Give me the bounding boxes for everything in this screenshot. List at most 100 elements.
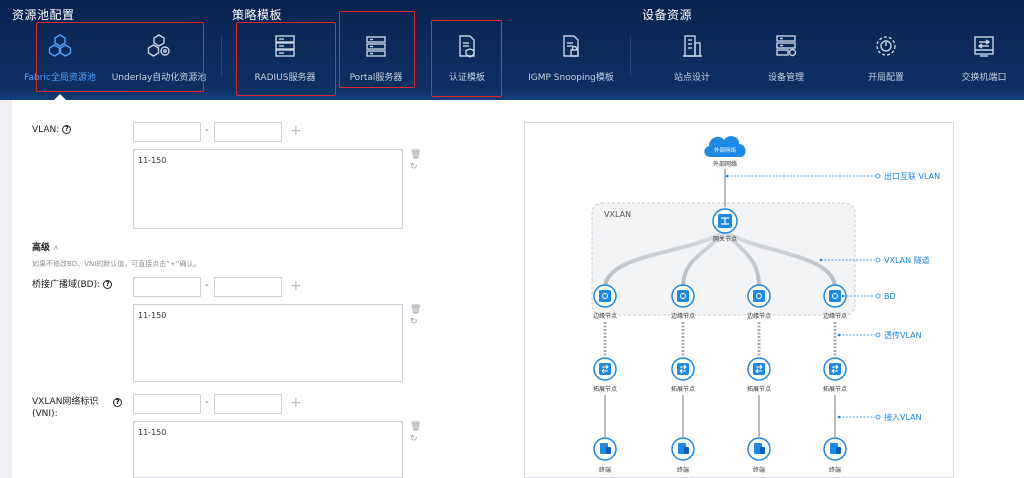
delete-icon[interactable]: 🗑︎ xyxy=(410,150,422,160)
terminal-label: 终端 xyxy=(829,466,841,474)
topology-svg: VXLAN 外部网络 外部网络 网关节点 边缘节点 xyxy=(591,136,940,474)
vni-label-line2: (VNI): xyxy=(32,409,58,419)
nav-bottom-glow xyxy=(0,88,1024,100)
annotation-leaders xyxy=(727,175,875,418)
nav-item-igmp-snooping-template[interactable]: IGMP Snooping模板 xyxy=(524,28,618,88)
hexagon-cluster-icon xyxy=(46,32,74,60)
edge-node-icon xyxy=(671,284,695,308)
nav-item-auth-template[interactable]: 认证模板 xyxy=(436,28,498,88)
device-manage-icon xyxy=(772,32,800,60)
bd-add-button[interactable]: + xyxy=(290,278,302,294)
terminal-icon xyxy=(671,437,695,461)
nav-item-label: 开局配置 xyxy=(867,73,904,83)
gateway-label: 网关节点 xyxy=(713,235,737,243)
expand-node-label: 拓展节点 xyxy=(593,385,617,393)
bd-label-text: 桥接广播域(BD): xyxy=(32,280,101,290)
annotation-passthrough-vlan: 透传VLAN xyxy=(884,330,922,340)
left-gutter xyxy=(0,100,12,478)
nav-item-fabric-resource-pool[interactable]: Fabric全局资源池 xyxy=(22,28,98,88)
annotation-vxlan-tunnel: VXLAN 隧道 xyxy=(884,255,930,265)
nav-item-switch-port[interactable]: 交换机端口 xyxy=(952,28,1016,88)
nav-item-label: IGMP Snooping模板 xyxy=(528,73,614,83)
expand-node-label: 拓展节点 xyxy=(747,385,771,393)
edge-node-icon xyxy=(747,284,771,308)
edge-node-label: 边缘节点 xyxy=(671,312,695,320)
cloud-label: 外部网络 xyxy=(713,160,737,168)
bd-from-input[interactable] xyxy=(133,277,201,297)
access-links xyxy=(604,395,836,437)
terminal-icon xyxy=(823,437,847,461)
vxlan-region-label: VXLAN xyxy=(604,210,631,219)
annotation-bd: BD xyxy=(884,292,896,301)
vni-label: VXLAN网络标识 (VNI): xyxy=(32,396,98,420)
help-icon[interactable]: ? xyxy=(62,125,72,134)
vni-list-textarea[interactable]: 11-150 xyxy=(133,421,403,478)
help-icon[interactable]: ? xyxy=(103,280,113,289)
document-lock-icon xyxy=(557,32,585,60)
annotation-dots xyxy=(725,174,845,419)
nav-item-underlay-resource-pool[interactable]: Underlay自动化资源池 xyxy=(108,28,210,88)
nav-item-site-design[interactable]: 站点设计 xyxy=(662,28,722,88)
nav-item-label: Underlay自动化资源池 xyxy=(111,73,207,83)
refresh-icon[interactable]: ↻ xyxy=(410,434,418,444)
hexagon-cluster-gear-icon xyxy=(145,32,173,60)
expand-node-icon xyxy=(747,357,771,381)
range-dash: - xyxy=(205,397,209,408)
vxlan-tunnels xyxy=(603,229,837,295)
vni-add-button[interactable]: + xyxy=(290,395,302,411)
nav-item-label: RADIUS服务器 xyxy=(254,73,316,83)
expand-node-icon xyxy=(823,357,847,381)
vlan-to-input[interactable] xyxy=(214,122,282,142)
nav-item-label: 认证模板 xyxy=(448,73,485,83)
terminal-label: 终端 xyxy=(677,466,689,474)
range-dash: - xyxy=(205,125,209,136)
gateway-node-icon xyxy=(712,208,738,234)
expand-node-label: 拓展节点 xyxy=(671,385,695,393)
vni-from-input[interactable] xyxy=(133,394,201,414)
delete-icon[interactable]: 🗑︎ xyxy=(410,305,422,315)
passthrough-links xyxy=(603,322,837,357)
nav-group-title-policy-template: 策略模板 xyxy=(232,8,283,22)
server-stack-icon xyxy=(362,32,390,60)
annotation-egress-vlan: 出口互联 VLAN xyxy=(884,171,940,181)
nav-item-label: 设备管理 xyxy=(767,73,804,83)
nav-item-device-management[interactable]: 设备管理 xyxy=(756,28,816,88)
cloud-text: 外部网络 xyxy=(714,146,737,154)
building-icon xyxy=(678,32,706,60)
edge-node-icon xyxy=(593,284,617,308)
nav-item-label: 站点设计 xyxy=(673,73,710,83)
vlan-from-input[interactable] xyxy=(133,122,201,142)
nav-item-label: Portal服务器 xyxy=(349,73,403,83)
advanced-hint: 如果不修改BD、VNI的默认值，可直接点击“+”确认。 xyxy=(32,260,201,268)
vlan-add-button[interactable]: + xyxy=(290,123,302,139)
refresh-icon[interactable]: ↻ xyxy=(410,317,418,327)
vlan-list-textarea[interactable]: 11-150 xyxy=(133,149,403,229)
terminal-icon xyxy=(593,437,617,461)
refresh-icon[interactable]: ↻ xyxy=(410,162,418,172)
nav-item-label: Fabric全局资源池 xyxy=(24,73,96,83)
edge-node-label: 边缘节点 xyxy=(593,312,617,320)
advanced-title: 高级 xyxy=(32,243,51,253)
vni-to-input[interactable] xyxy=(214,394,282,414)
bd-list-textarea[interactable]: 11-150 xyxy=(133,304,403,382)
vni-label-line1: VXLAN网络标识 xyxy=(32,397,99,407)
cloud-icon xyxy=(704,136,746,157)
terminal-icon xyxy=(747,437,771,461)
server-icon xyxy=(271,32,299,60)
nav-group-title-device-resource: 设备资源 xyxy=(642,8,693,22)
power-cycle-icon xyxy=(872,32,900,60)
nav-item-deployment-config[interactable]: 开局配置 xyxy=(856,28,916,88)
edge-node-label: 边缘节点 xyxy=(747,312,771,320)
help-icon[interactable]: ? xyxy=(113,398,122,407)
annotation-access-vlan: 接入VLAN xyxy=(884,412,922,422)
delete-icon[interactable]: 🗑︎ xyxy=(410,422,422,432)
edge-node-icon xyxy=(823,284,847,308)
nav-item-radius-server[interactable]: RADIUS服务器 xyxy=(240,28,330,88)
annotation-markers xyxy=(875,173,881,420)
nav-item-label: 交换机端口 xyxy=(961,73,1007,83)
bd-to-input[interactable] xyxy=(214,277,282,297)
vlan-label-text: VLAN: xyxy=(32,125,60,135)
nav-item-portal-server[interactable]: Portal服务器 xyxy=(342,28,410,88)
nav-group-divider xyxy=(221,36,222,76)
advanced-section-toggle[interactable]: 高级∧ xyxy=(32,240,59,253)
